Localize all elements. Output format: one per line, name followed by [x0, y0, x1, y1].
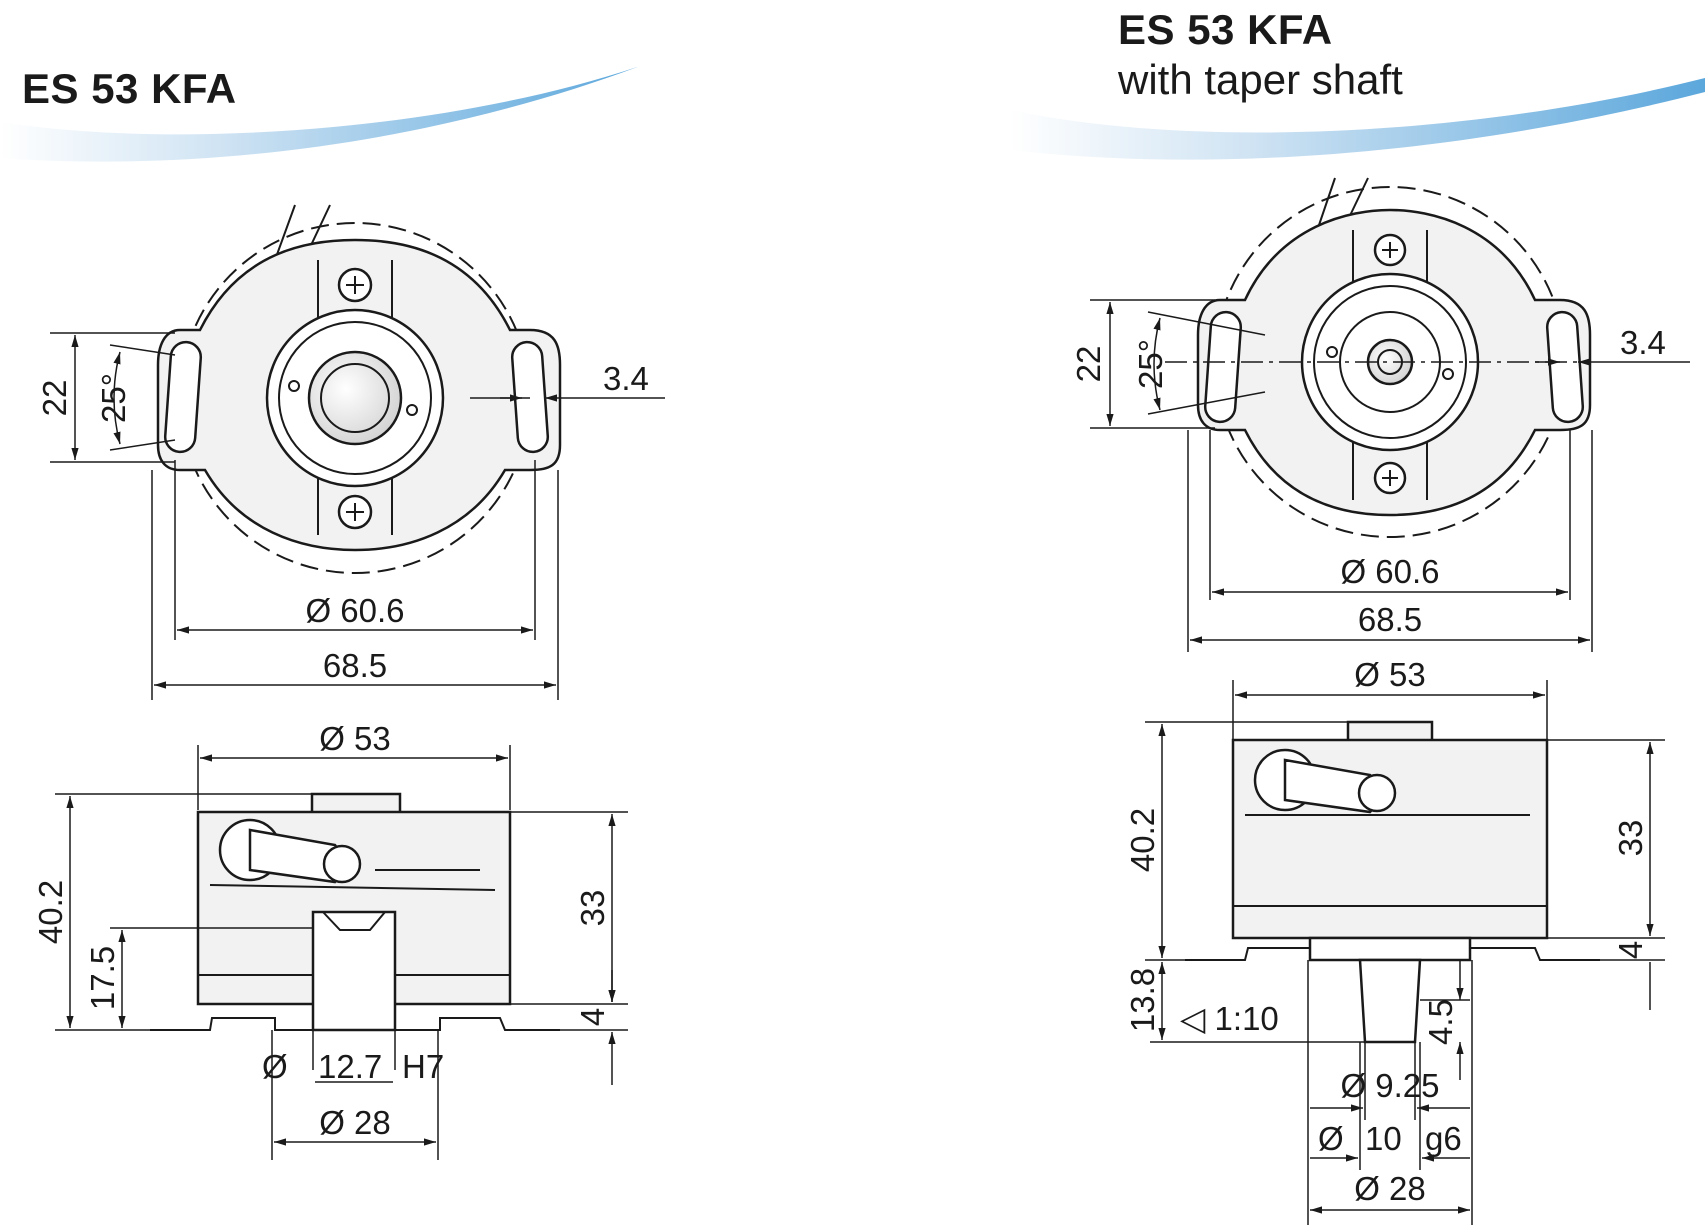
left-dim-bore-tol: H7 — [402, 1048, 444, 1085]
left-title: ES 53 KFA — [22, 65, 237, 112]
right-dim-3-4: 3.4 — [1620, 324, 1666, 361]
pin-left — [1326, 346, 1338, 358]
left-dim-25: 25° — [95, 373, 132, 423]
taper-shaft — [1358, 958, 1422, 1044]
top-screw-cross — [1382, 242, 1398, 258]
right-dim-10-tol: g6 — [1425, 1120, 1462, 1157]
left-side-view: Ø 53 40.2 17.5 33 4 Ø 12.7 H7 Ø 2 — [32, 720, 628, 1160]
right-dim-4: 4 — [1612, 941, 1649, 959]
left-dim-bore-sym: Ø — [262, 1048, 288, 1085]
right-dim-60-6: Ø 60.6 — [1340, 553, 1439, 590]
right-dim-4-5: 4.5 — [1422, 999, 1459, 1045]
arc-25 — [113, 351, 121, 445]
right-swoosh — [1010, 78, 1705, 160]
ext-25 — [109, 344, 176, 451]
flange-profile — [150, 1017, 560, 1031]
left-dim-60-6: Ø 60.6 — [305, 592, 404, 629]
left-header: ES 53 KFA — [0, 65, 640, 162]
left-slot — [163, 340, 203, 454]
ext-28 — [271, 1030, 439, 1160]
right-dim-10-sym: Ø — [1318, 1120, 1344, 1157]
shaft-collar — [1308, 936, 1472, 962]
left-dim-40-2: 40.2 — [32, 880, 69, 944]
ext-40-2 — [1145, 721, 1348, 961]
cable-end — [1357, 773, 1397, 813]
ext-33 — [505, 811, 628, 1031]
right-dim-40-2: 40.2 — [1124, 808, 1161, 872]
right-dim-53: Ø 53 — [1354, 656, 1426, 693]
ext-60-6 — [174, 460, 536, 640]
hub-inner — [320, 363, 390, 433]
left-dim-28: Ø 28 — [319, 1104, 391, 1141]
ext-40-2 — [55, 793, 312, 1031]
ext-12-7 — [312, 1030, 396, 1070]
left-swoosh — [0, 66, 640, 162]
ext-68-5 — [151, 470, 559, 700]
top-screw-cross — [346, 276, 364, 294]
body-lines — [209, 869, 496, 891]
pin-right — [406, 404, 418, 416]
ext-22 — [50, 332, 175, 463]
right-header: ES 53 KFA with taper shaft — [1010, 6, 1705, 160]
arc-25 — [1153, 317, 1161, 411]
right-front-view: 22 25° 3.4 Ø 60.6 68.5 — [1070, 177, 1690, 652]
right-dim-25: 25° — [1132, 339, 1169, 389]
left-front-view: 22 25° 3.4 Ø 60.6 68.5 — [36, 204, 665, 700]
hub-bore — [307, 350, 403, 446]
pin-right — [1442, 368, 1454, 380]
right-subtitle: with taper shaft — [1117, 56, 1403, 103]
left-dim-bore-val: 12.7 — [318, 1048, 382, 1085]
right-dim-28: Ø 28 — [1354, 1170, 1426, 1207]
left-dim-33: 33 — [574, 890, 611, 927]
bottom-screw-cross — [1382, 470, 1398, 486]
ext-33 — [1547, 739, 1665, 961]
hub-ring — [278, 321, 432, 475]
cable-end — [322, 844, 362, 884]
bore-chamfer — [322, 911, 386, 931]
hub-ring — [1313, 285, 1467, 439]
ext-60-6 — [1209, 430, 1571, 600]
right-side-view: Ø 53 40.2 33 4 13.8 ◁ 1:10 4.5 Ø 9.25 — [1124, 656, 1665, 1225]
right-dim-33: 33 — [1612, 820, 1649, 857]
ext-10 — [1359, 1042, 1421, 1170]
ext-53 — [197, 745, 511, 810]
left-dim-3-4: 3.4 — [603, 360, 649, 397]
pin-left — [288, 380, 300, 392]
right-dim-22: 22 — [1070, 346, 1107, 383]
left-slot — [1203, 310, 1243, 424]
right-slot — [1545, 310, 1585, 424]
left-dim-53: Ø 53 — [319, 720, 391, 757]
ext-9-25 — [1364, 1042, 1416, 1120]
bottom-screw-cross — [346, 503, 364, 521]
left-dim-68-5: 68.5 — [323, 647, 387, 684]
ext-25 — [1147, 311, 1266, 415]
left-dim-17-5: 17.5 — [84, 946, 121, 1010]
ext-53 — [1232, 680, 1548, 745]
right-title: ES 53 KFA — [1118, 6, 1333, 53]
right-dim-13-8: 13.8 — [1124, 968, 1161, 1032]
left-dim-22: 22 — [36, 380, 73, 417]
right-dim-9-25: Ø 9.25 — [1340, 1067, 1439, 1104]
ext-68-5 — [1187, 430, 1593, 652]
left-dim-4: 4 — [574, 1008, 611, 1026]
right-dim-10-val: 10 — [1365, 1120, 1402, 1157]
right-dim-68-5: 68.5 — [1358, 601, 1422, 638]
ext-22 — [1090, 299, 1215, 429]
ext-28 — [1307, 960, 1473, 1225]
right-dim-taper: ◁ 1:10 — [1180, 1000, 1279, 1037]
right-slot — [510, 340, 550, 454]
